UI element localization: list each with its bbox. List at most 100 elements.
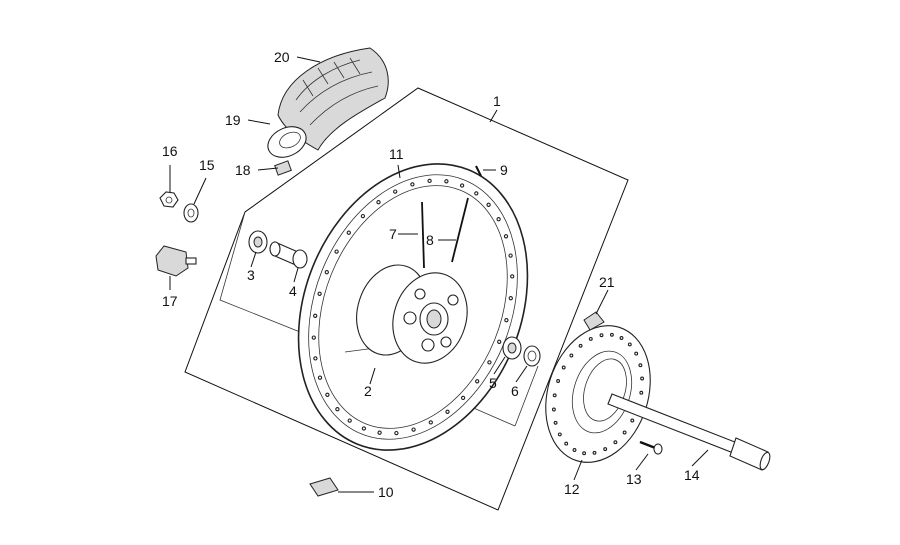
disc-vent-hole xyxy=(551,407,556,412)
disc-vent-hole xyxy=(552,393,557,398)
spoke-a xyxy=(421,201,425,269)
disc-vent-hole xyxy=(553,420,558,425)
spoke-b xyxy=(451,197,469,263)
rim-spoke-hole xyxy=(360,213,366,219)
rim-spoke-hole xyxy=(317,375,323,380)
rim-spoke-hole xyxy=(311,335,316,340)
disc-vent-hole xyxy=(603,447,608,452)
callout-17: 17 xyxy=(162,293,178,309)
disc-vent-hole xyxy=(572,448,577,452)
callout-13: 13 xyxy=(626,471,642,487)
axle-nut xyxy=(159,191,179,208)
wheel-hub xyxy=(356,264,468,364)
rim-spoke-hole xyxy=(334,249,339,254)
rim-spoke-hole xyxy=(475,379,480,384)
rim-spoke-hole xyxy=(508,253,513,258)
rim-spoke-hole xyxy=(486,202,491,207)
callout-15: 15 xyxy=(199,157,215,173)
disc-vent-hole xyxy=(634,351,639,356)
disc-vent-hole xyxy=(564,441,569,446)
callout-3: 3 xyxy=(247,267,255,283)
balance-weight xyxy=(309,477,339,497)
rim-spoke-hole xyxy=(313,356,318,361)
oil-seal xyxy=(523,345,541,367)
callout-16: 16 xyxy=(162,143,178,159)
disc-vent-hole xyxy=(609,332,614,337)
rim-spoke-hole xyxy=(325,392,330,397)
rim-spoke-hole xyxy=(347,418,352,423)
rim-spoke-hole xyxy=(459,183,465,188)
callout-19: 19 xyxy=(225,112,241,128)
bearing-left xyxy=(248,230,268,254)
disc-vent-hole xyxy=(582,451,587,456)
inner-edge-right xyxy=(514,365,539,427)
disc-vent-hole xyxy=(619,336,624,340)
callout-1: 1 xyxy=(493,93,501,109)
assembly-outline xyxy=(184,87,629,511)
rim-spoke-hole xyxy=(427,178,432,184)
rim-spoke-hole xyxy=(487,360,492,365)
rim-spoke-hole xyxy=(335,407,340,412)
rim-spoke-hole xyxy=(376,200,381,205)
rim-spoke-hole xyxy=(445,409,450,414)
valve xyxy=(475,165,482,177)
rim-spoke-hole xyxy=(444,179,449,184)
disc-vent-hole xyxy=(630,418,635,423)
leader-lines xyxy=(169,56,709,493)
callout-10: 10 xyxy=(378,484,394,500)
rim-spoke-hole xyxy=(346,230,351,235)
rim-spoke-hole xyxy=(377,430,382,435)
disc-vent-hole xyxy=(561,365,566,370)
disc-vent-hole xyxy=(588,336,593,341)
rim-spoke-hole xyxy=(503,234,509,239)
rim-spoke-hole xyxy=(411,427,416,432)
callout-7: 7 xyxy=(389,226,397,242)
rim-spoke-hole xyxy=(508,296,513,301)
rim-spoke-hole xyxy=(460,395,466,401)
brake-disc xyxy=(545,325,651,463)
disc-vent-hole xyxy=(556,379,561,383)
rim-spoke-hole xyxy=(313,313,318,318)
disc-clip xyxy=(583,311,605,331)
rim-spoke-hole xyxy=(428,420,433,425)
disc-vent-hole xyxy=(557,432,562,437)
rim-spoke-hole xyxy=(394,430,399,436)
callout-11: 11 xyxy=(389,146,404,162)
callout-14: 14 xyxy=(684,467,700,483)
spacer-bushing xyxy=(269,241,308,269)
disc-vent-hole xyxy=(639,390,644,395)
callout-20: 20 xyxy=(274,49,290,65)
disc-vent-hole xyxy=(578,343,583,348)
rim-spoke-hole xyxy=(393,189,398,194)
rim-spoke-hole xyxy=(504,318,509,323)
washer xyxy=(183,203,199,223)
disc-vent-hole xyxy=(569,353,574,358)
inner-tube xyxy=(267,126,307,158)
rim-spoke-hole xyxy=(474,191,479,196)
callout-4: 4 xyxy=(289,283,297,299)
rim-spoke-hole xyxy=(324,270,329,275)
inner-assembly-outline xyxy=(219,211,301,333)
callout-8: 8 xyxy=(426,232,434,248)
callout-21: 21 xyxy=(599,274,615,290)
callout-2: 2 xyxy=(364,383,372,399)
rim-spoke-hole xyxy=(361,426,367,431)
callout-18: 18 xyxy=(235,162,251,178)
disc-bolt xyxy=(639,440,663,455)
disc-vent-hole xyxy=(627,342,632,347)
callout-5: 5 xyxy=(489,375,497,391)
callout-6: 6 xyxy=(511,383,519,399)
wheel-axle xyxy=(607,393,771,471)
disc-vent-hole xyxy=(599,333,604,338)
callout-12: 12 xyxy=(564,481,580,497)
disc-vent-hole xyxy=(622,430,627,435)
disc-vent-hole xyxy=(613,440,618,445)
disc-vent-hole xyxy=(640,376,645,381)
callout-labels: 1 2 3 4 5 6 7 8 9 10 11 12 13 14 15 16 1… xyxy=(162,49,700,500)
callout-9: 9 xyxy=(500,162,508,178)
rim-spoke-hole xyxy=(410,182,415,187)
rim-spoke-hole xyxy=(510,274,515,279)
speedometer-drive xyxy=(155,245,197,277)
bearing-right xyxy=(502,336,522,360)
